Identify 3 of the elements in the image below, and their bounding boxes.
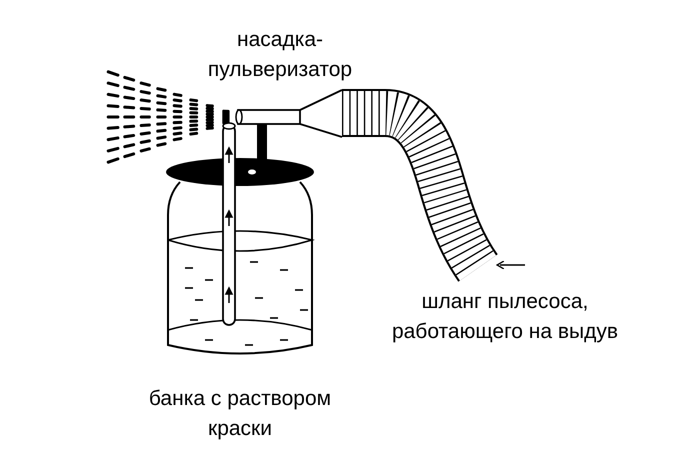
jar-label: банка с раствором краски: [148, 386, 332, 442]
hose-label: шланг пылесоса, работающего на выдув: [390, 289, 620, 345]
nozzle-label: насадка-пульверизатор: [206, 27, 354, 83]
